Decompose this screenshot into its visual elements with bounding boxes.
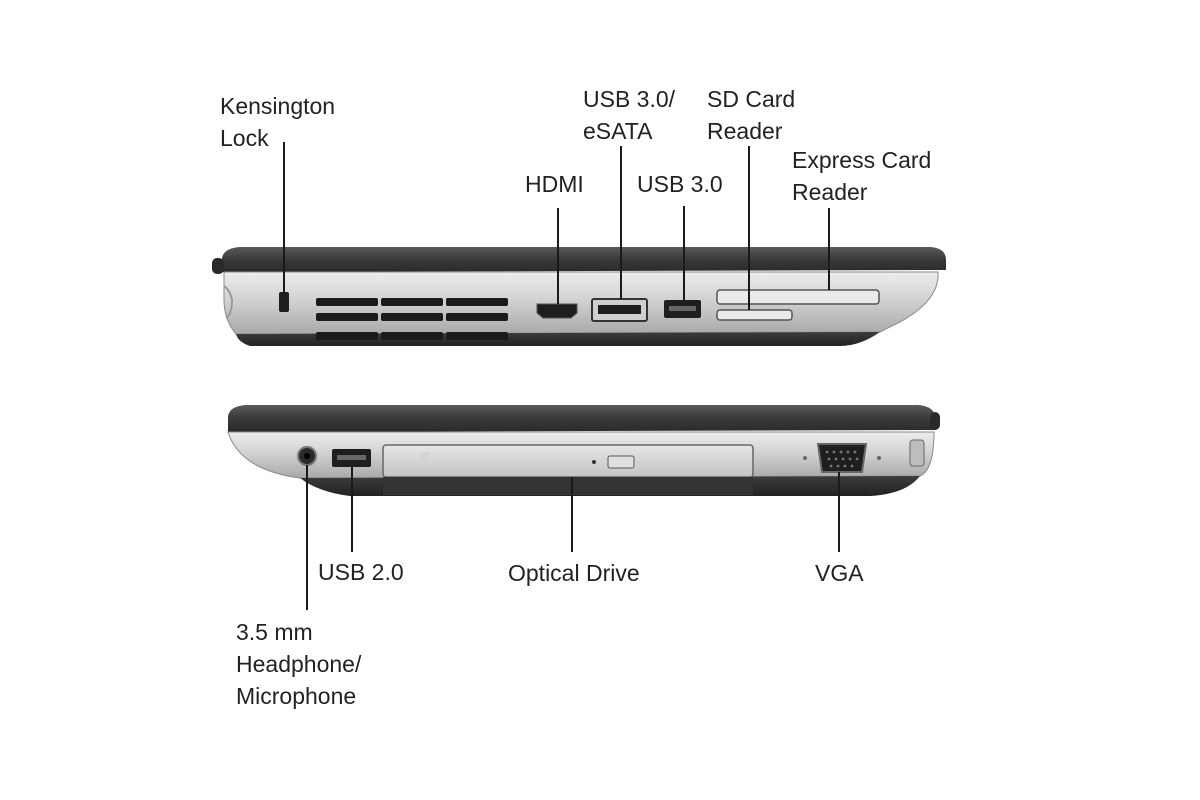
sd-card-reader-label-line-2: Reader	[707, 118, 783, 144]
lid-top-2	[228, 405, 936, 432]
express-card-reader-label: Express Card Reader	[792, 144, 931, 208]
vga-label-line-1: VGA	[815, 560, 864, 586]
headphone-jack-hole	[304, 453, 310, 459]
headphone-mic-label-line-2: Headphone/	[236, 651, 362, 677]
express-card-slot	[716, 289, 880, 305]
vent-grille	[316, 298, 508, 340]
vga-screw-right	[877, 456, 881, 460]
right-side-view	[227, 405, 940, 496]
usb3-esata-label-line-1: USB 3.0/	[583, 86, 676, 112]
vga-port	[816, 443, 868, 473]
usb3-label-line-1: USB 3.0	[637, 171, 723, 197]
kensington-lock-label-line-2: Lock	[220, 125, 269, 151]
express-card-reader-label-line-2: Reader	[792, 179, 868, 205]
vga-screw-left	[803, 456, 807, 460]
optical-logo	[420, 452, 430, 462]
sd-card-slot	[716, 309, 793, 321]
hdmi-label: HDMI	[525, 168, 584, 200]
hdmi-label-line-1: HDMI	[525, 171, 584, 197]
usb2-port-tongue	[337, 455, 366, 460]
front-edge	[223, 285, 234, 319]
usb3-esata-label: USB 3.0/ eSATA	[583, 83, 675, 147]
lid-top	[222, 247, 946, 272]
usb3-port-tongue	[669, 306, 696, 311]
optical-drive-tray	[382, 444, 754, 478]
vga-pins	[825, 450, 859, 468]
optical-eject-button	[607, 455, 635, 469]
headphone-mic-label-line-1: 3.5 mm	[236, 619, 313, 645]
left-side-view	[212, 247, 946, 346]
sd-card-reader-label: SD Card Reader	[707, 83, 795, 147]
headphone-mic-label-line-3: Microphone	[236, 683, 357, 709]
kensington-lock-label: Kensington Lock	[220, 90, 335, 154]
usb3-esata-label-line-2: eSATA	[583, 118, 653, 144]
usb2-label: USB 2.0	[318, 556, 404, 588]
kensington-lock-label-line-1: Kensington	[220, 93, 336, 119]
optical-drive-bezel	[383, 477, 753, 495]
sd-card-reader-label-line-1: SD Card	[707, 86, 796, 112]
usb3-label: USB 3.0	[637, 168, 723, 200]
leader-lines	[283, 142, 840, 610]
vga-label: VGA	[815, 557, 864, 589]
optical-drive-label-line-1: Optical Drive	[508, 560, 640, 586]
usb2-label-line-1: USB 2.0	[318, 559, 404, 585]
hdmi-port	[536, 303, 578, 319]
kensington-lock-slot	[279, 292, 289, 312]
optical-drive-label: Optical Drive	[508, 557, 640, 589]
lid-bumper	[212, 258, 224, 274]
lid-bumper-2	[930, 412, 940, 430]
right-edge-port	[909, 439, 925, 467]
usb3-esata-port-inner	[598, 305, 641, 314]
optical-drive-led	[592, 460, 596, 464]
express-card-reader-label-line-1: Express Card	[792, 147, 932, 173]
headphone-mic-label: 3.5 mm Headphone/ Microphone	[236, 616, 361, 712]
